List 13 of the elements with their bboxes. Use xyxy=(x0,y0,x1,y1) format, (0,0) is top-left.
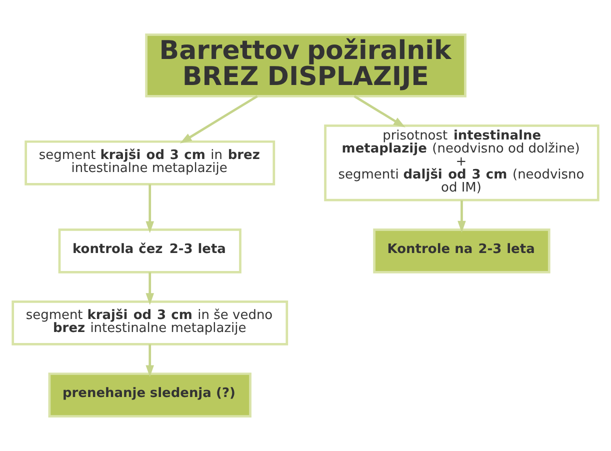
arrow xyxy=(180,95,258,144)
arrow xyxy=(354,95,406,128)
arrow xyxy=(146,344,154,378)
arrow xyxy=(146,184,154,234)
node-box: Kontrole na 2-3 leta xyxy=(373,228,550,274)
node-box: prisotnost intestinalne metaplazije (neodvisno od dolžine) + segmenti daljši od 3 cm (neodvisno od IM) xyxy=(324,124,600,202)
arrow xyxy=(146,272,154,305)
node-box: kontrola čez 2-3 leta xyxy=(58,228,242,274)
arrow xyxy=(458,200,466,233)
node-box: Barrettov požiralnik BREZ DISPLAZIJE xyxy=(145,34,466,98)
node-box: prenehanje sledenja (?) xyxy=(48,372,252,418)
node-box: segment krajši od 3 cm in brez intestinalne metaplazije xyxy=(24,140,276,186)
node-box: segment krajši od 3 cm in še vedno brez intestinalne metaplazije xyxy=(12,300,288,346)
